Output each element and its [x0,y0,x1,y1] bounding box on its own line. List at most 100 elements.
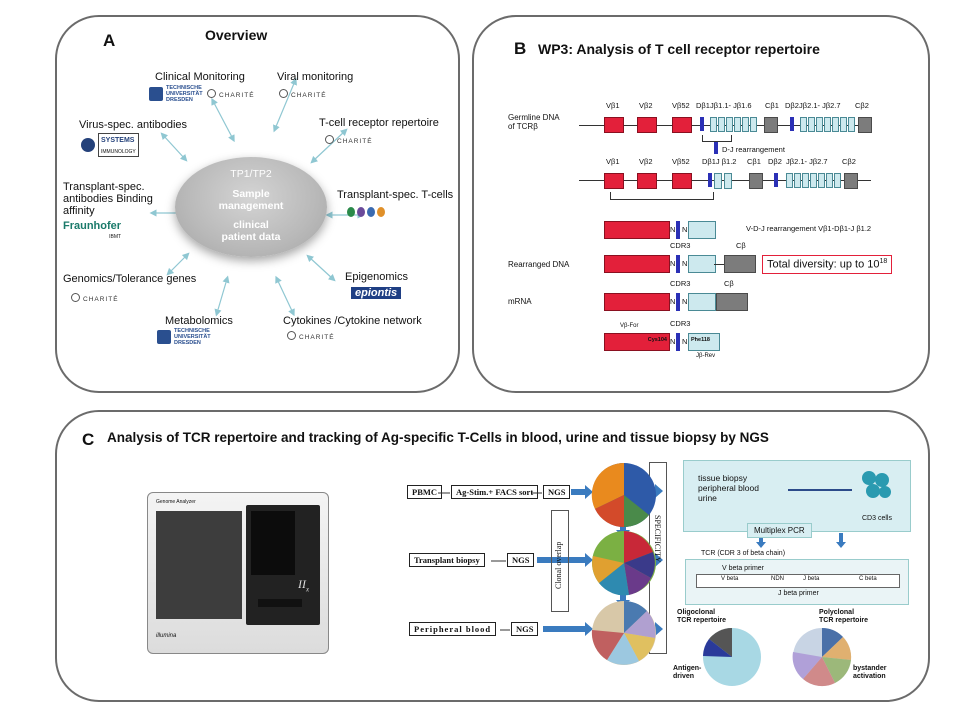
tcr-label: TCR (CDR 3 of beta chain) [701,550,786,557]
machine-left-panel [156,511,242,619]
primer-d [676,333,680,351]
dj-label: D-J rearrangement [722,145,785,154]
vb2-segment-2 [637,173,657,189]
seg-v: V beta [721,576,739,582]
sample-line [788,489,852,491]
cys-label: Cys104 [647,337,667,343]
cb2-label-2: Cβ2 [842,157,856,166]
pbmc-box: PBMC [407,485,443,499]
illumina-logo: illumina [156,633,177,639]
vb1-label-2: Vβ1 [606,157,620,166]
rearr-n2: N [682,259,688,268]
cdr3-label-2: CDR3 [670,279,691,288]
charite-logo: CHARITÉ [207,89,255,99]
vb-for-label: Vβ-For [620,323,639,329]
total-diversity-box: Total diversity: up to 1018 [762,255,893,274]
multiplex-pcr-box: Multiplex PCR [747,523,812,538]
epiontis-logo: epiontis [351,287,402,299]
cb2-segment-2 [844,173,858,189]
vdj-n2: N [682,225,688,234]
rearranged-label: Rearranged DNA [508,260,570,269]
jb1-label: Jβ1.1- Jβ1.6 [710,101,752,110]
clonal-overlap-label: Clonal overlap [554,541,563,589]
rearr-j [688,255,716,273]
rearr-c [724,255,756,273]
primer-v: Cys104 [604,333,670,351]
jb2-cluster-2 [786,173,842,188]
rearr-v [604,255,670,273]
node-viral-monitoring: Viral monitoring [277,71,354,83]
hub-ellipse: TP1/TP2 Sample management clinical patie… [175,157,327,257]
cdr3-label-1: CDR3 [670,241,691,250]
primer-j: Phe118 [688,333,720,351]
db1-segment [700,117,704,131]
ngs-box-3: NGS [511,622,539,636]
cb1-segment [764,117,778,133]
mrna-n2: N [682,297,688,306]
vb2-label-2: Vβ2 [639,157,653,166]
panel-a-letter: A [103,31,116,50]
vb2-segment [637,117,657,133]
jb2-cluster [800,117,856,132]
hub-clinical: clinical [233,219,269,231]
machine-model: IIx [298,577,310,594]
dbj-label: Dβ1J β1.2 [702,157,737,166]
clonal-overlap-box: Clonal overlap [551,510,569,612]
genome-analyzer-machine: Genome Analyzer IIx illumina [147,492,329,654]
mrna-d [676,293,680,311]
jb-segment [724,173,732,189]
pie-oligoclonal [703,627,761,686]
machine-door: IIx [246,505,320,625]
seg-ndn: NDN [771,576,784,582]
node-genomics: Genomics/Tolerance genes [63,273,197,285]
vb1-segment-2 [604,173,624,189]
jb12-segment [714,173,722,189]
vdj-v-region [604,221,670,239]
dbj-segment [708,173,712,187]
pie-ag-stim [591,462,656,528]
dj-marker [714,142,718,154]
charite-logo: CHARITÉ [71,293,119,303]
seg-j: J beta [803,576,820,582]
berlin-center-logo [347,207,385,217]
cb-label-2: Cβ [724,279,734,288]
vdj-n1: N [670,225,676,234]
vdj-d-region [676,221,680,239]
cd3-cells-icon [858,469,894,503]
hub-tp: TP1/TP2 [230,168,272,180]
vdj-bracket [610,192,714,200]
fraunhofer-logo: Fraunhofer IBMT [63,220,122,240]
pie-biopsy [592,531,656,596]
vb52-label: Vβ52 [672,101,690,110]
panel-c-title: Analysis of TCR repertoire and tracking … [107,430,769,445]
jb2-label: Jβ2.1- Jβ2.7 [799,101,841,110]
seg-c: C beta [859,576,877,582]
arrow-cytokines [275,275,295,317]
arrow-genomics [166,252,190,276]
vb1-label: Vβ1 [606,101,620,110]
primer-n2: N [682,337,688,346]
panel-a-overview: A Overview TP1/TP2 Sample management cli… [55,15,460,393]
biopsy-box: Transplant biopsy [409,553,485,567]
panel-c-ngs: C Analysis of TCR repertoire and trackin… [55,410,930,702]
tcr-strand: V beta NDN J beta C beta [696,574,900,588]
arrow-virus-ab [160,132,188,162]
panel-a-title: Overview [205,27,268,43]
db2-segment [790,117,794,131]
vdj-label: V-D-J rearrangement Vβ1-Dβ1-J β1.2 [746,224,872,233]
ngs-box-2: NGS [507,553,535,567]
v-primer-label: V beta primer [722,565,765,572]
charite-logo: CHARITÉ [325,135,373,145]
node-tcr-repertoire: T-cell receptor repertoire [319,117,439,129]
vb1-segment [604,117,624,133]
node-transplant-spec-antibodies: Transplant-spec. antibodies Binding affi… [63,181,153,217]
jb1-cluster [710,117,758,132]
db1-label: Dβ1 [696,101,710,110]
